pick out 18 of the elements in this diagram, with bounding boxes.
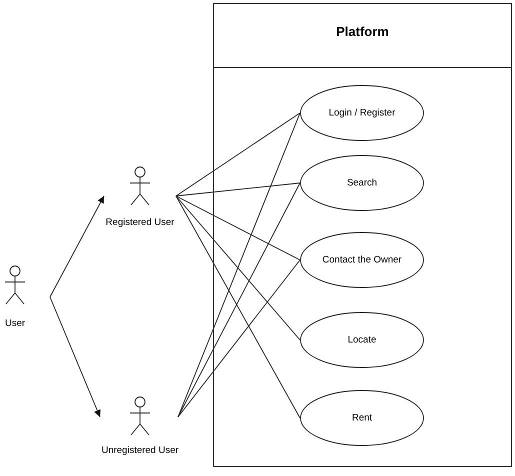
actor-label: Unregistered User: [101, 445, 179, 456]
association-line: [176, 182, 300, 196]
actor-label: Registered User: [106, 217, 174, 228]
system-title: Platform: [335, 24, 390, 39]
actor-label: User: [4, 318, 26, 329]
association-line: [178, 112, 300, 418]
association-line: [176, 196, 300, 260]
use-case-label: Rent: [350, 412, 374, 424]
use-case-label: Search: [346, 178, 378, 188]
use-case-label: Contact the Owner: [321, 254, 403, 266]
system-boundary: [213, 3, 512, 467]
arrow: [50, 296, 101, 418]
arrow: [50, 196, 104, 298]
association-line: [178, 260, 300, 418]
association-line: [176, 112, 300, 196]
use-case-label: Locate: [346, 334, 378, 346]
association-line: [176, 196, 300, 340]
use-case-label: Login / Register: [328, 108, 396, 118]
